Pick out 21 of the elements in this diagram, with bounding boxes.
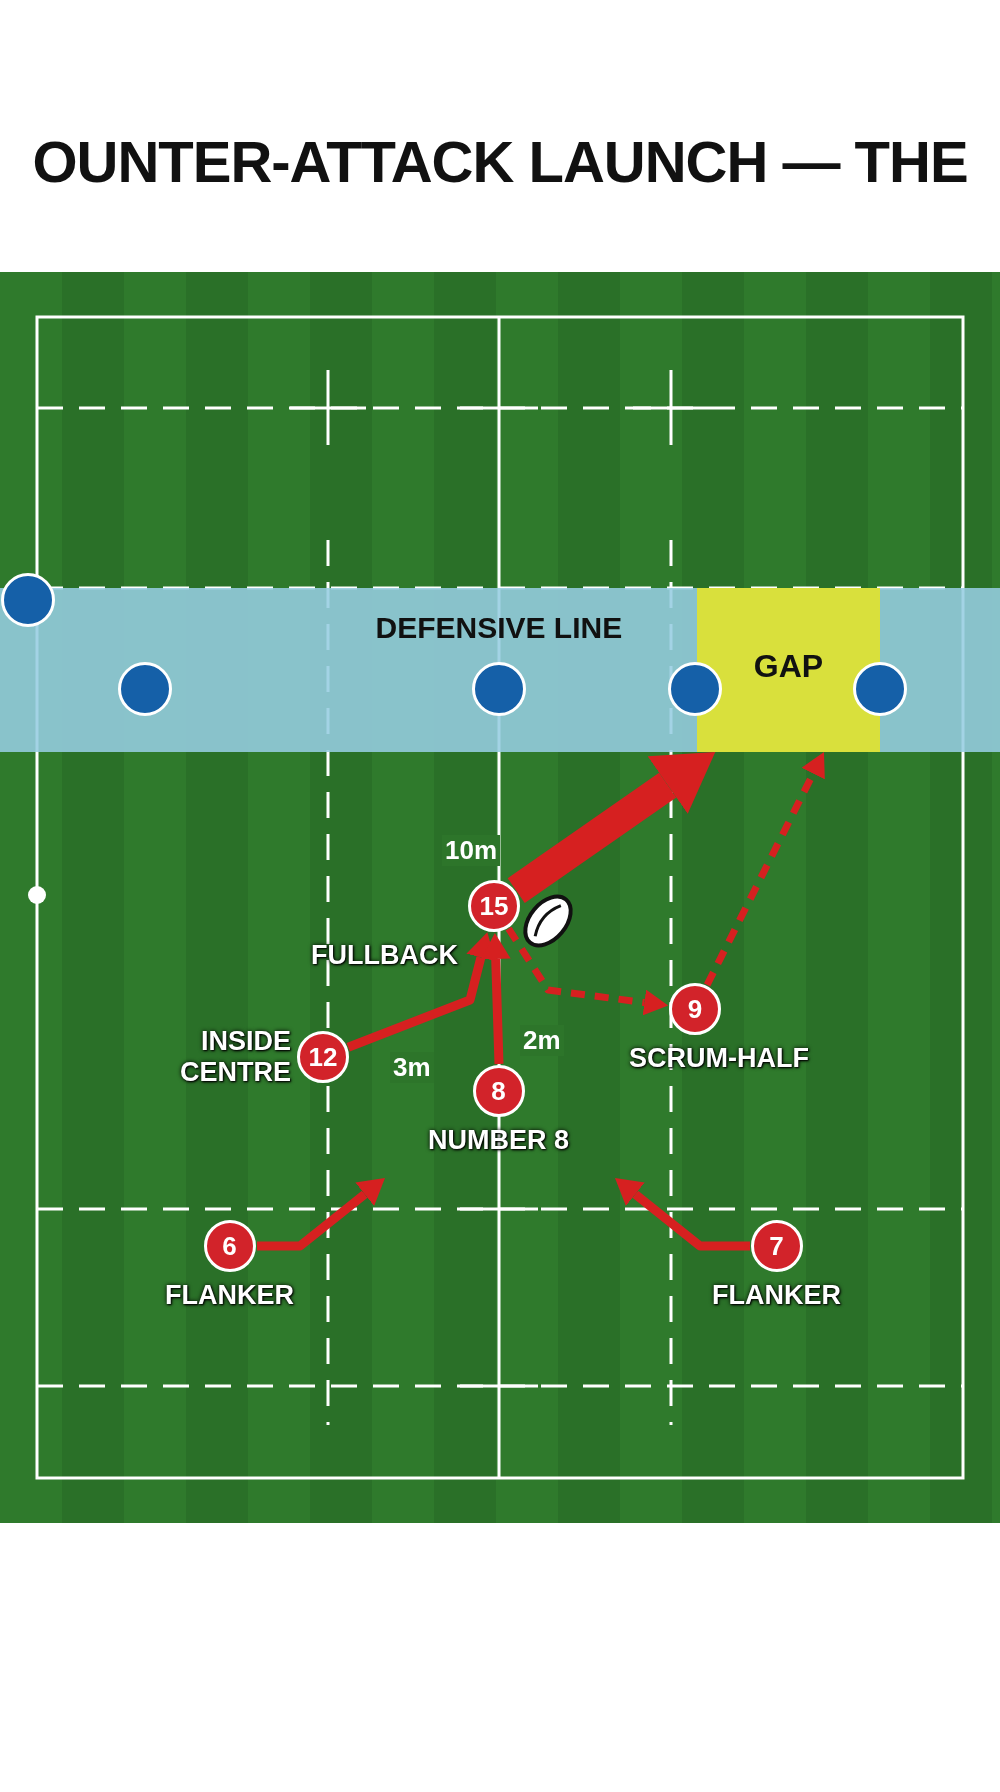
dashed-arrow bbox=[703, 752, 825, 987]
player-label: INSIDE CENTRE bbox=[179, 1026, 291, 1089]
band-label: DEFENSIVE LINE bbox=[375, 611, 623, 645]
edge-label: 10m bbox=[442, 835, 501, 866]
defender-marker bbox=[668, 662, 722, 716]
edge-label: 3m bbox=[390, 1052, 434, 1083]
arrow bbox=[507, 751, 716, 903]
arrow bbox=[615, 1177, 750, 1251]
arrow bbox=[257, 1177, 385, 1251]
dashed-arrow bbox=[505, 926, 669, 1016]
gap-zone: GAP bbox=[697, 588, 880, 752]
defensive-line-band bbox=[0, 588, 1000, 752]
defender-marker bbox=[472, 662, 526, 716]
defender-marker bbox=[853, 662, 907, 716]
player-label: FLANKER bbox=[712, 1280, 841, 1312]
edge-label: 2m bbox=[520, 1025, 564, 1056]
player-label: FLANKER bbox=[165, 1280, 294, 1312]
arrow bbox=[480, 933, 511, 1065]
title: OUNTER-ATTACK LAUNCH — THE bbox=[32, 129, 968, 194]
defender-marker bbox=[118, 662, 172, 716]
player-label: FULLBACK bbox=[311, 940, 458, 972]
